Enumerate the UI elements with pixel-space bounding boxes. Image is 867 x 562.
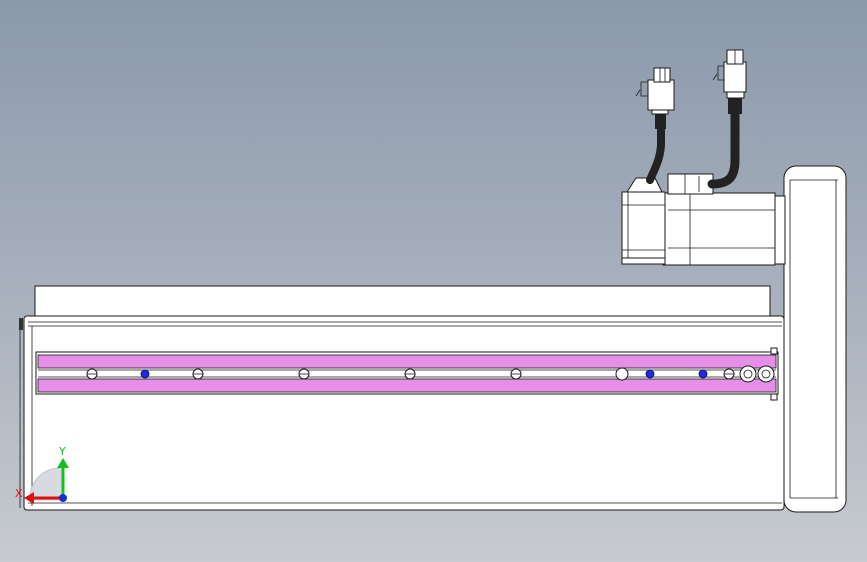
x-axis-label: X — [15, 487, 23, 500]
encoder-cap — [626, 177, 663, 193]
end-cap-marker — [19, 318, 23, 330]
bolt-hole[interactable] — [140, 369, 150, 379]
bolt-hole[interactable] — [645, 369, 655, 379]
motor-connector-housing[interactable] — [667, 173, 714, 195]
motor-mount-plate[interactable] — [783, 165, 847, 513]
encoder-cable[interactable] — [635, 67, 675, 184]
carriage-plate[interactable] — [34, 285, 771, 319]
screw-hole[interactable] — [615, 367, 629, 381]
bearing-ring[interactable] — [739, 365, 757, 383]
arrow-up-icon — [57, 458, 69, 468]
mounting-holes — [86, 347, 778, 401]
slot-highlight-upper — [37, 354, 777, 369]
y-axis-label: Y — [58, 445, 66, 458]
power-connector[interactable] — [723, 61, 747, 93]
t-slot-groove[interactable] — [35, 351, 779, 395]
z-axis-dot — [59, 494, 67, 502]
axis-triad: Y X — [15, 445, 69, 504]
encoder-unit[interactable] — [621, 177, 666, 265]
bolt-hole[interactable] — [698, 369, 708, 379]
bearing-ring[interactable] — [757, 365, 775, 383]
encoder-connector[interactable] — [647, 79, 675, 111]
power-cable[interactable] — [707, 49, 747, 189]
arrow-right-icon — [24, 492, 34, 504]
servo-motor[interactable] — [662, 173, 776, 266]
linear-module-body[interactable] — [19, 315, 785, 511]
slot-highlight-lower — [37, 378, 777, 393]
